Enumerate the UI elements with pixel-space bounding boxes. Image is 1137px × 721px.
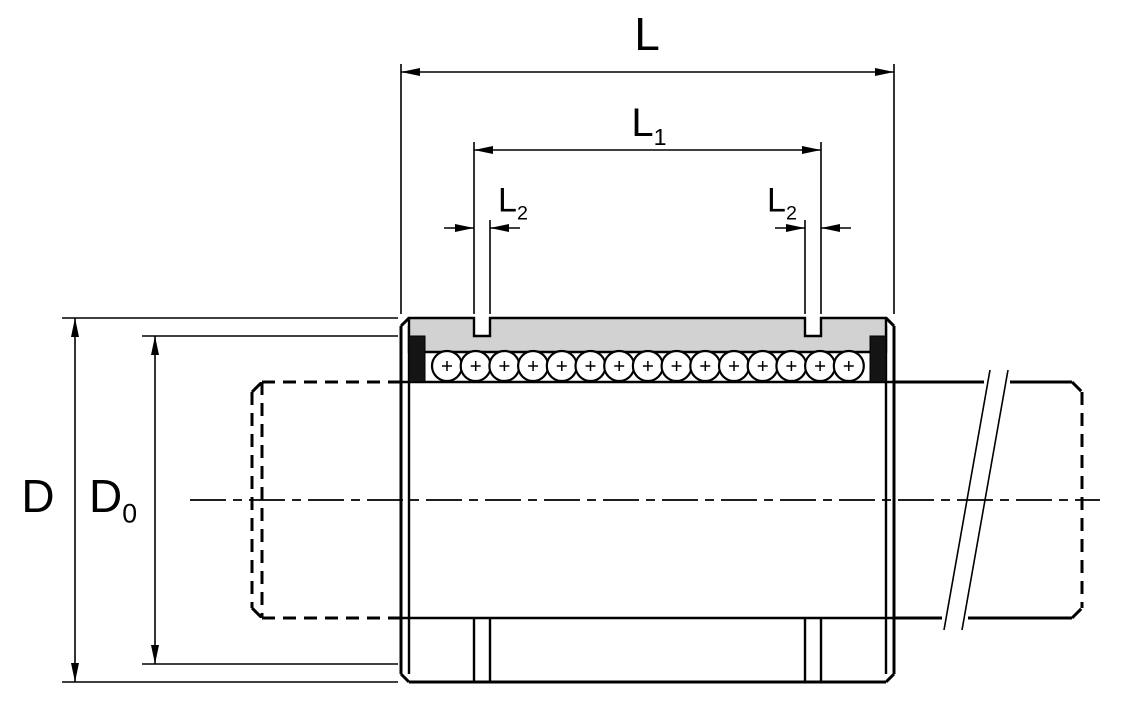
label-L2-right: L2	[767, 184, 797, 225]
dim-L1	[473, 142, 822, 314]
retaining-ring-grooves	[472, 618, 823, 682]
label-L2-right-main: L	[767, 181, 786, 220]
label-L: L	[634, 11, 660, 65]
label-D-main: D	[21, 470, 55, 523]
dim-L2-right	[775, 220, 851, 314]
dim-D-extension-lines	[62, 317, 398, 683]
label-L-main: L	[634, 8, 660, 61]
seal-right	[869, 335, 887, 383]
seal-left	[408, 335, 426, 383]
ball-center-mark	[729, 361, 739, 371]
ball-center-mark	[843, 361, 854, 371]
outer-sleeve-section	[407, 316, 888, 354]
shaft-left-phantom	[250, 380, 401, 620]
label-L2-left: L2	[498, 184, 528, 225]
ball-center-mark	[470, 361, 481, 371]
label-L1: L1	[631, 103, 666, 149]
dim-L	[400, 64, 895, 314]
ball-center-mark	[671, 361, 682, 371]
ball-center-mark	[642, 361, 653, 371]
dim-D0-extension-lines	[142, 335, 398, 665]
shaft-outline	[894, 380, 1072, 620]
dim-L1-extension-lines	[473, 142, 822, 314]
ball-center-mark	[757, 361, 768, 371]
shaft-end-phantom	[1070, 380, 1084, 620]
ball-center-mark	[614, 361, 625, 371]
dim-L-extension-lines	[400, 64, 895, 314]
dim-L2-left	[444, 220, 520, 314]
ball-center-mark	[700, 361, 711, 371]
shaft-break-lines	[943, 369, 1009, 631]
bearing-outline	[399, 316, 896, 684]
ball-center-mark	[442, 361, 452, 371]
label-L2-right-sub: 2	[785, 202, 797, 225]
bearing-chamfer-edges	[407, 326, 888, 674]
ball-row	[430, 349, 865, 383]
ball-center-mark	[556, 361, 567, 371]
ball-center-mark	[528, 361, 539, 371]
label-D0-sub: 0	[122, 498, 138, 529]
dim-D	[62, 317, 398, 683]
label-L2-left-sub: 2	[516, 202, 528, 225]
dim-D0	[142, 335, 398, 665]
ball-center-mark	[786, 361, 797, 371]
ball-center-mark	[499, 361, 510, 371]
label-L2-left-main: L	[498, 181, 517, 220]
label-L1-main: L	[631, 100, 654, 145]
phantom-shaft-outline	[250, 380, 401, 620]
label-D0-main: D	[88, 470, 123, 523]
ball-center-mark	[815, 361, 826, 371]
ball-center-mark	[585, 361, 596, 371]
label-D0: D0	[89, 473, 137, 527]
label-D: D	[21, 473, 54, 527]
label-L1-sub: 1	[653, 123, 667, 150]
